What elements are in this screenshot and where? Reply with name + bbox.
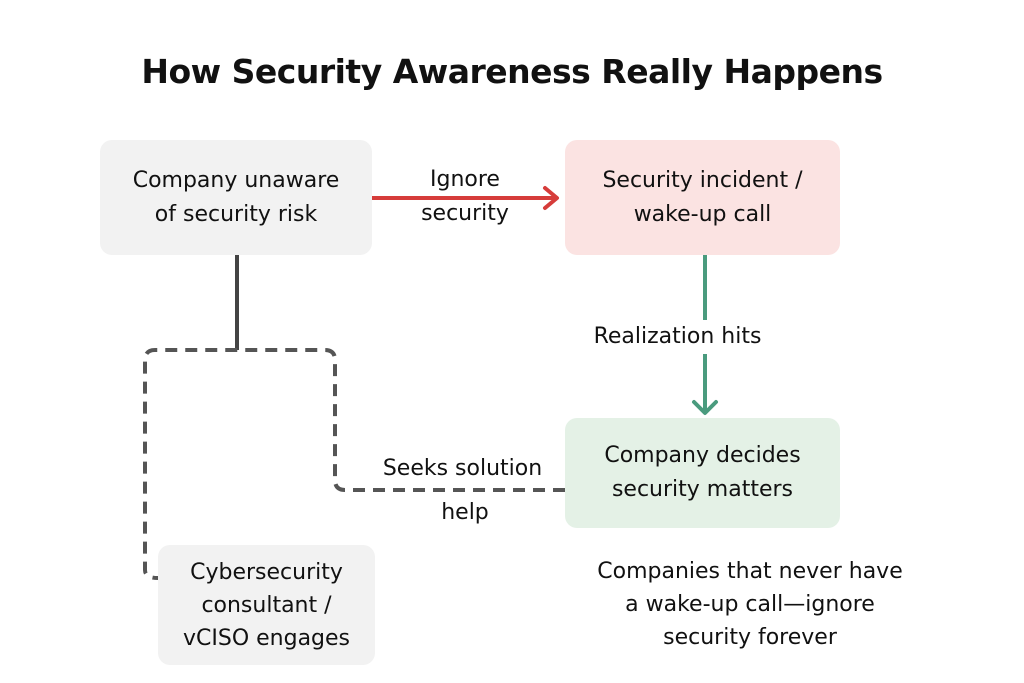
node-consultant: Cybersecurity consultant / vCISO engages [158, 545, 375, 665]
edge-label-seeks: Seeks solution [382, 456, 543, 481]
edge-label-realization: Realization hits [570, 320, 785, 354]
node-security-incident: Security incident / wake-up call [565, 140, 840, 255]
edge-label-ignore: Ignore security [421, 167, 509, 226]
page-title: How Security Awareness Really Happens [141, 52, 883, 91]
edge-label-help: help [441, 500, 489, 525]
ignore-arrow-head [543, 186, 559, 210]
node-company-decides: Company decides security matters [565, 418, 840, 528]
note-text: Companies that never have a wake-up call… [597, 559, 903, 650]
realization-arrow-head [692, 400, 718, 415]
seeks-help-dashed-path [143, 348, 565, 580]
node-company-unaware: Company unaware of security risk [100, 140, 372, 255]
